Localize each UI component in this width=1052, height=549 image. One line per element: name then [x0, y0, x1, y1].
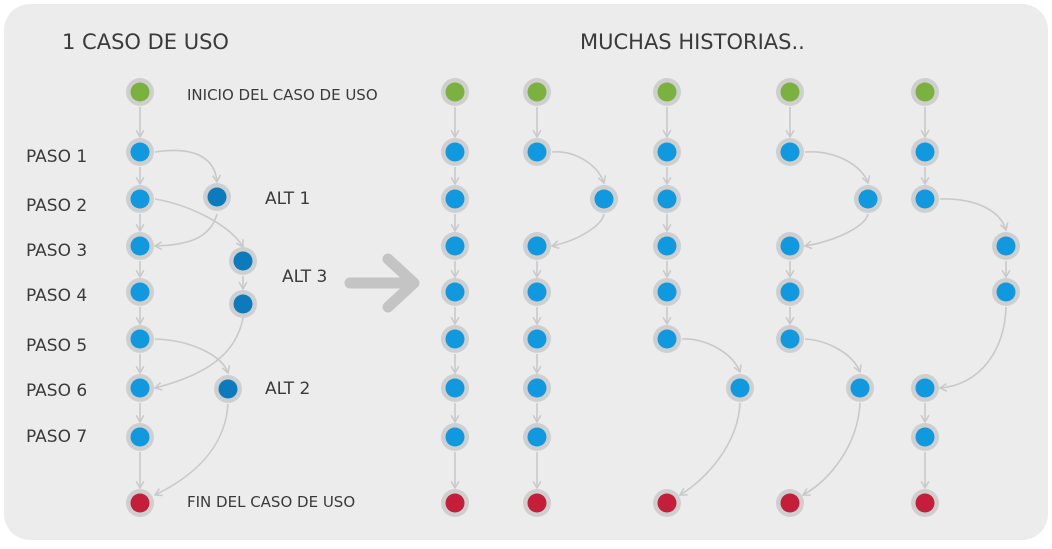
connector-curve — [678, 402, 741, 496]
end-label: FIN DEL CASO DE USO — [187, 493, 355, 511]
left-alt-2-node — [214, 375, 242, 403]
step-label-5: PASO 5 — [26, 336, 87, 356]
connector-curve — [804, 338, 862, 374]
story1-node-0 — [441, 78, 469, 106]
story5-alt-3a-node — [992, 232, 1020, 260]
story1-node-2 — [441, 185, 469, 213]
step-label-3: PASO 3 — [26, 241, 87, 261]
nodes — [126, 78, 1020, 517]
story5-step-1-node — [911, 138, 939, 166]
right-arrow-icon — [344, 253, 420, 313]
story4-step-5-node — [776, 325, 804, 353]
connector-curve — [153, 317, 244, 391]
left-step-5-node — [126, 325, 154, 353]
story3-step-2-node — [653, 185, 681, 213]
left-step-4-node — [126, 278, 154, 306]
story4-step-1-node — [776, 138, 804, 166]
story5-step-6-node — [911, 374, 939, 402]
step-label-1: PASO 1 — [26, 147, 87, 167]
connector-curve — [550, 213, 605, 250]
story2-step-7-node — [523, 423, 551, 451]
story1-node-7 — [441, 423, 469, 451]
story3-step-3-node — [653, 232, 681, 260]
alt-label-3: ALT 3 — [282, 267, 327, 287]
left-alt-3a-node — [229, 247, 257, 275]
connector-curve — [154, 198, 244, 249]
connector-curve — [938, 306, 1007, 393]
story4-step-3-node — [776, 232, 804, 260]
story1-node-5 — [441, 325, 469, 353]
left-step-6-node — [126, 374, 154, 402]
story2-start-node — [523, 78, 551, 106]
left-step-2-node — [126, 185, 154, 213]
connector-curve — [803, 213, 869, 250]
story2-end-node — [523, 489, 551, 517]
connector-curve — [154, 149, 221, 184]
story3-start-node — [653, 78, 681, 106]
connector-curve — [801, 402, 861, 496]
story1-node-3 — [441, 232, 469, 260]
story3-step-1-node — [653, 138, 681, 166]
story4-step-4-node — [776, 278, 804, 306]
story5-step-7-node — [911, 423, 939, 451]
story5-start-node — [911, 78, 939, 106]
story3-alt-node — [726, 374, 754, 402]
story4-alt-1-node — [854, 185, 882, 213]
connector-curve — [551, 151, 607, 185]
step-label-2: PASO 2 — [26, 196, 87, 216]
connector-curve — [153, 403, 229, 497]
alt-label-2: ALT 2 — [265, 379, 310, 399]
left-step-3-node — [126, 232, 154, 260]
right-title: MUCHAS HISTORIAS.. — [580, 30, 805, 54]
story4-start-node — [776, 78, 804, 106]
story3-step-4-node — [653, 278, 681, 306]
story5-end-node — [911, 489, 939, 517]
story2-alt-node — [590, 185, 618, 213]
story1-node-6 — [441, 374, 469, 402]
story3-end-node — [653, 489, 681, 517]
story1-node-8 — [441, 489, 469, 517]
story2-step-6-node — [523, 374, 551, 402]
left-end-node — [126, 489, 154, 517]
connector-curve — [154, 338, 231, 375]
connectors — [135, 107, 1011, 497]
story2-step-5-node — [523, 325, 551, 353]
connector-curve — [939, 198, 1009, 232]
story4-end-node — [776, 489, 804, 517]
story1-node-1 — [441, 138, 469, 166]
story2-step-3-node — [523, 232, 551, 260]
start-label: INICIO DEL CASO DE USO — [187, 86, 378, 104]
left-start-node — [126, 78, 154, 106]
step-label-7: PASO 7 — [26, 427, 87, 447]
left-alt-3b-node — [229, 290, 257, 318]
left-step-7-node — [126, 423, 154, 451]
connector-curve — [804, 151, 871, 185]
connector-curve — [681, 338, 742, 374]
left-alt-1-node — [203, 183, 231, 211]
story3-step-5-node — [653, 325, 681, 353]
story5-step-2-node — [911, 185, 939, 213]
alt-label-1: ALT 1 — [265, 189, 310, 209]
step-label-4: PASO 4 — [26, 286, 87, 306]
left-step-1-node — [126, 138, 154, 166]
story1-node-4 — [441, 278, 469, 306]
story2-step-1-node — [523, 138, 551, 166]
left-title: 1 CASO DE USO — [62, 30, 229, 54]
step-label-6: PASO 6 — [26, 381, 87, 401]
story4-alt-2-node — [846, 374, 874, 402]
story5-alt-3b-node — [992, 278, 1020, 306]
story2-step-4-node — [523, 278, 551, 306]
